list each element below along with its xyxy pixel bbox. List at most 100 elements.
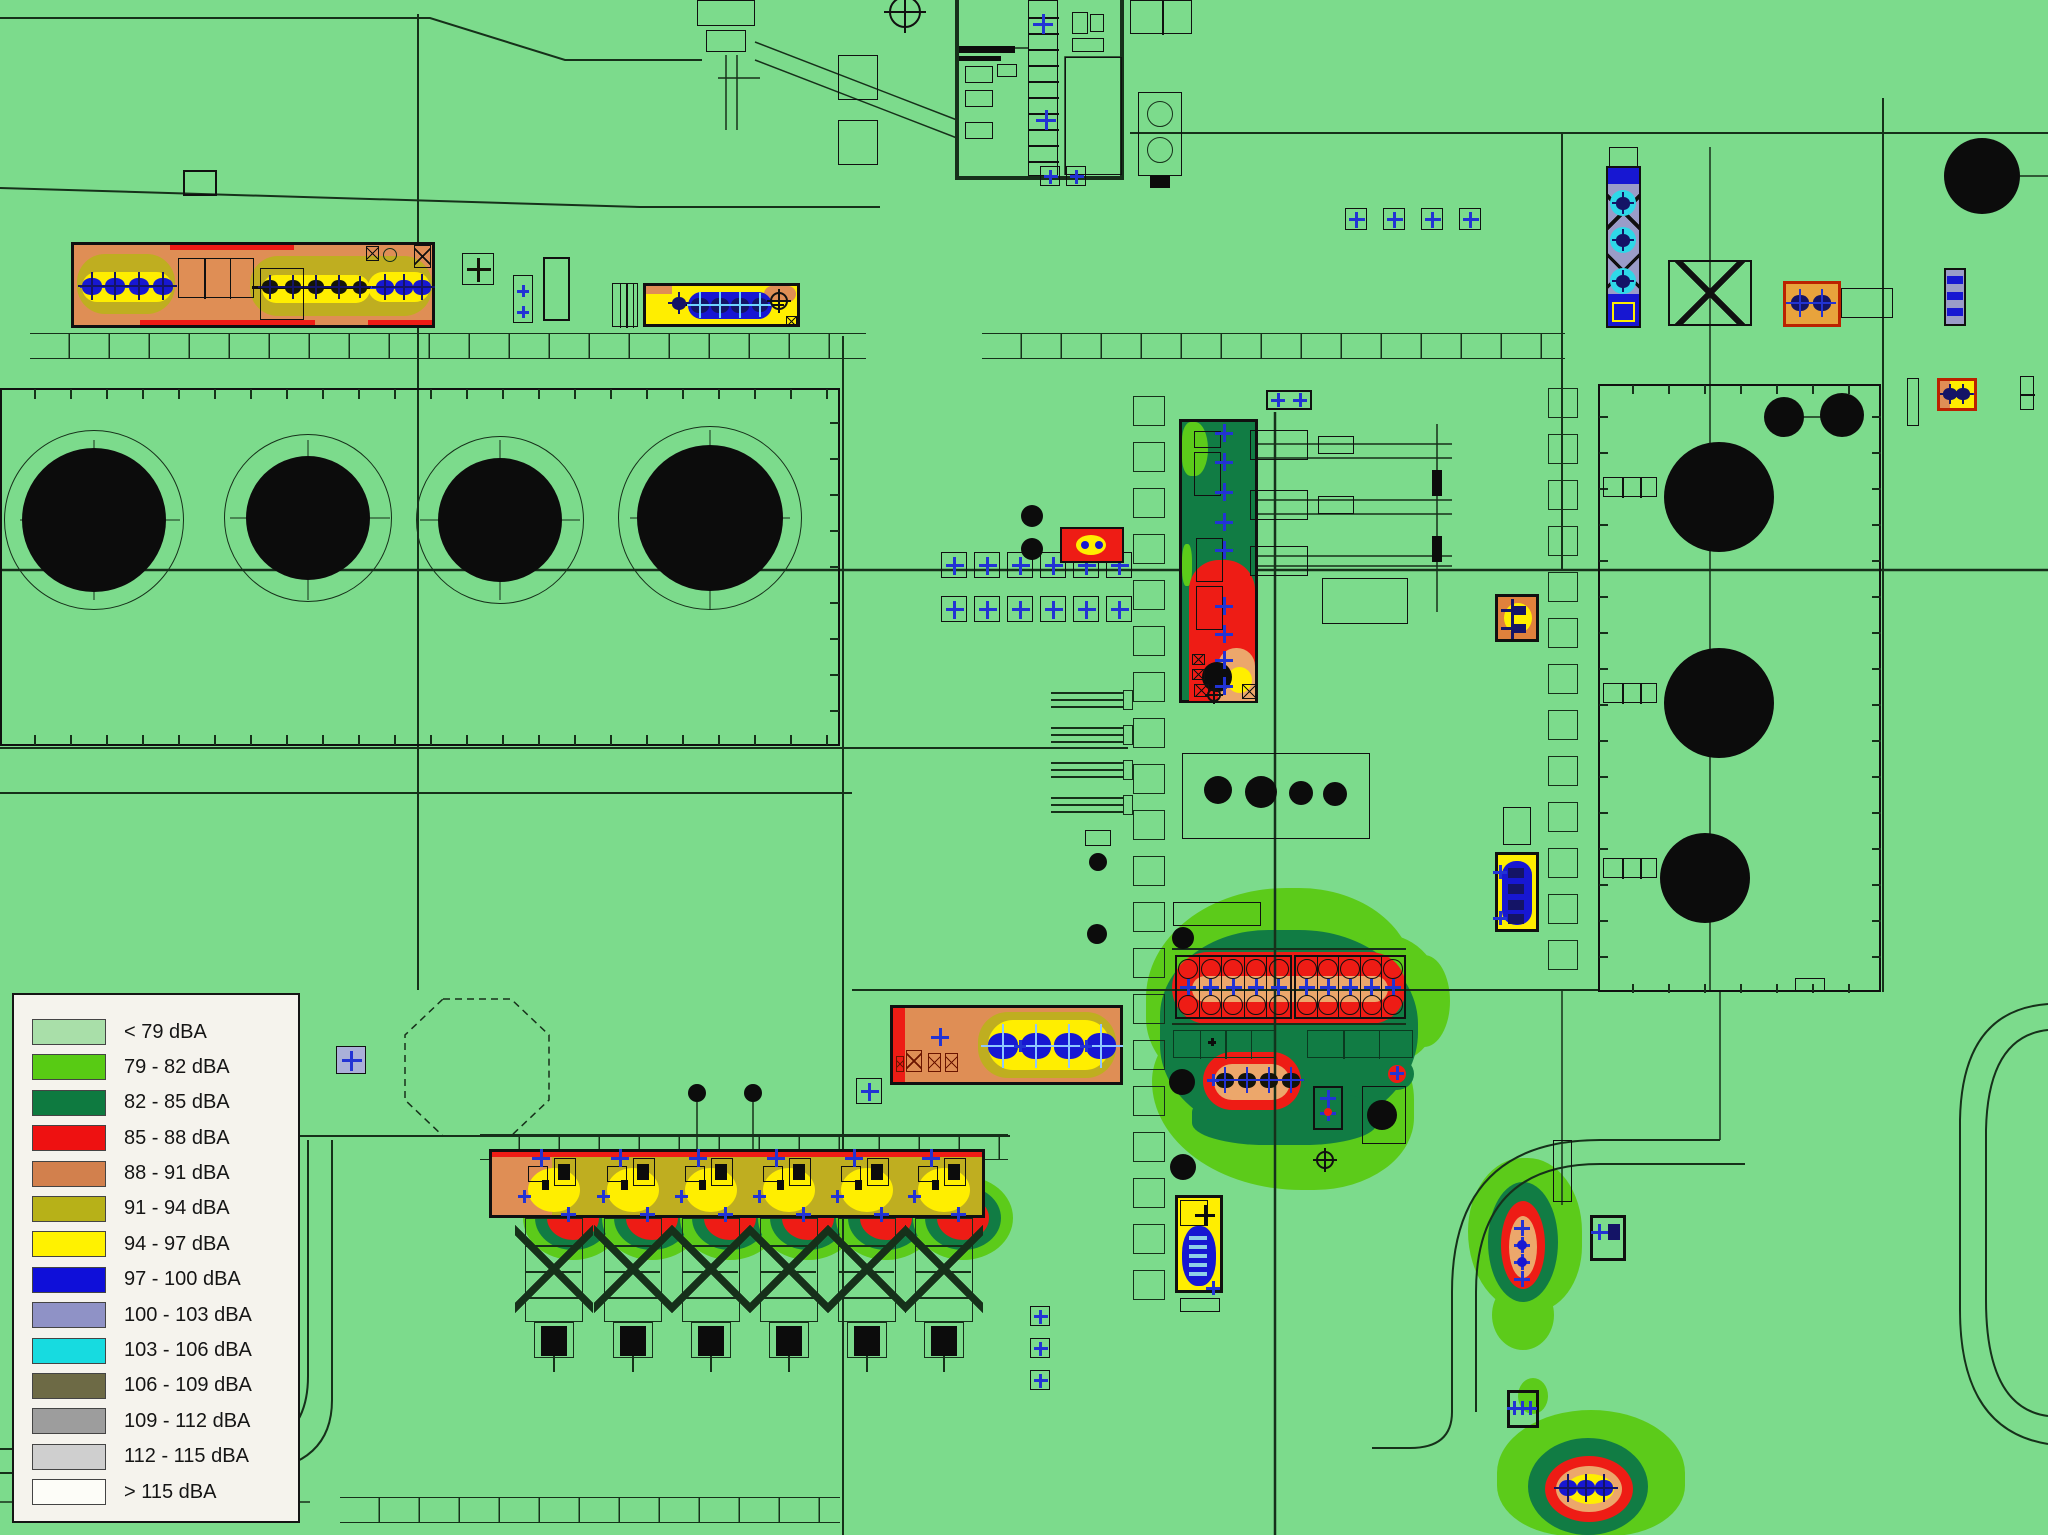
cross-bar (161, 271, 164, 301)
survey-cross (560, 1206, 576, 1222)
cad-rect (1318, 496, 1354, 514)
pump-dot (1517, 1257, 1527, 1267)
trestle-bay (1133, 902, 1165, 932)
survey-cross (1271, 393, 1285, 407)
survey-cross (1514, 1271, 1530, 1287)
survey-cross (1014, 1040, 1026, 1052)
cross-bar (1520, 1271, 1524, 1287)
cross-bar (1222, 541, 1226, 559)
survey-cross (327, 275, 351, 299)
legend-label: 82 - 85 dBA (124, 1091, 230, 1114)
legend-label: 112 - 115 dBA (124, 1445, 249, 1468)
survey-cross (1011, 600, 1031, 620)
survey-cross (1493, 911, 1507, 925)
survey-cross (727, 292, 753, 318)
valve-box (786, 316, 797, 327)
cad-solid (1508, 884, 1524, 894)
cross-bar (1391, 979, 1395, 995)
cross-bar (1041, 14, 1045, 34)
cross-bar (337, 275, 340, 299)
storage-tank (1820, 393, 1864, 437)
mill-solid (715, 1164, 727, 1180)
cross-bar (1044, 110, 1048, 130)
survey-cross (1611, 269, 1635, 293)
pipe-end (1123, 725, 1133, 745)
cross-bar (90, 271, 93, 301)
tower-line (916, 1245, 971, 1247)
survey-cross (830, 1189, 844, 1203)
octagon-pad (404, 998, 550, 1137)
survey-cross (931, 1028, 949, 1046)
cross-bar (1209, 979, 1213, 995)
survey-cross (1313, 1148, 1337, 1172)
flare-dot (744, 1084, 762, 1102)
cell-divider (1622, 859, 1624, 879)
cad-rect (1194, 452, 1221, 496)
cad-rect (965, 122, 993, 139)
vessel-dot (1089, 853, 1107, 871)
survey-cross (1278, 1067, 1304, 1093)
legend-color-swatch (32, 1231, 106, 1258)
survey-cross (1611, 228, 1635, 252)
vessel (1147, 101, 1173, 127)
cross-bar (1290, 1067, 1292, 1093)
hopper-tower (915, 1218, 973, 1322)
storage-tank (22, 448, 166, 592)
survey-cross (1046, 1023, 1092, 1069)
valve-box (1192, 654, 1205, 665)
cross-bar (1222, 483, 1226, 501)
cross-bar (1520, 1220, 1524, 1236)
cross-bar (868, 1082, 872, 1102)
equipment-plusbox (941, 552, 967, 578)
legend-item: 97 - 100 dBA (32, 1266, 284, 1293)
survey-cross (795, 1206, 811, 1222)
trestle-bay (1548, 756, 1578, 786)
survey-cross (1215, 625, 1233, 643)
valve-box (928, 1053, 941, 1072)
cad-rect (1250, 430, 1308, 460)
cross-bar (566, 1206, 570, 1222)
hopper-brace (515, 1218, 593, 1320)
cad-solid (1514, 624, 1526, 633)
trestle-bay (1548, 434, 1578, 464)
cross-bar (903, 0, 906, 33)
hopper-motor (931, 1326, 957, 1356)
survey-cross (1204, 685, 1224, 705)
cross-bar (350, 1050, 354, 1072)
mill-rect (841, 1166, 861, 1182)
survey-cross (687, 292, 713, 318)
cad-rect (1085, 830, 1111, 846)
vessel-dot (1170, 1154, 1196, 1180)
cross-bar (1370, 979, 1374, 995)
cross-bar (1355, 212, 1359, 228)
trestle-bay (1133, 948, 1165, 978)
fan-circle (1200, 995, 1221, 1015)
building-outline (955, 0, 1124, 180)
tower-line (761, 1297, 816, 1299)
trestle-bay (1133, 1040, 1165, 1070)
pipe-line (1051, 797, 1123, 799)
mill-rect (554, 1158, 576, 1186)
survey-cross (100, 271, 130, 301)
pipe-line (1051, 811, 1123, 813)
cad-rect (1180, 1200, 1208, 1226)
tank-ring (4, 430, 184, 610)
contour-88-91 (646, 286, 672, 294)
pump-detail (1189, 1245, 1207, 1249)
storage-tank (1664, 442, 1774, 552)
cad-solid (1508, 914, 1524, 924)
legend-label: 109 - 112 dBA (124, 1409, 251, 1432)
survey-cross (1611, 191, 1635, 215)
pump-skid (1603, 477, 1657, 498)
cross-bar (1099, 1023, 1102, 1069)
equipment-plusbox (941, 596, 967, 622)
cross-bar (1246, 1067, 1248, 1093)
survey-cross (1206, 1281, 1220, 1295)
survey-cross (1033, 1373, 1049, 1389)
legend-item: 103 - 106 dBA (32, 1337, 284, 1364)
cross-bar (1510, 599, 1514, 621)
legend-label: 97 - 100 dBA (124, 1268, 241, 1291)
tower-line (839, 1271, 894, 1273)
trestle-bay (1548, 618, 1578, 648)
legend-item: 88 - 91 dBA (32, 1160, 284, 1187)
